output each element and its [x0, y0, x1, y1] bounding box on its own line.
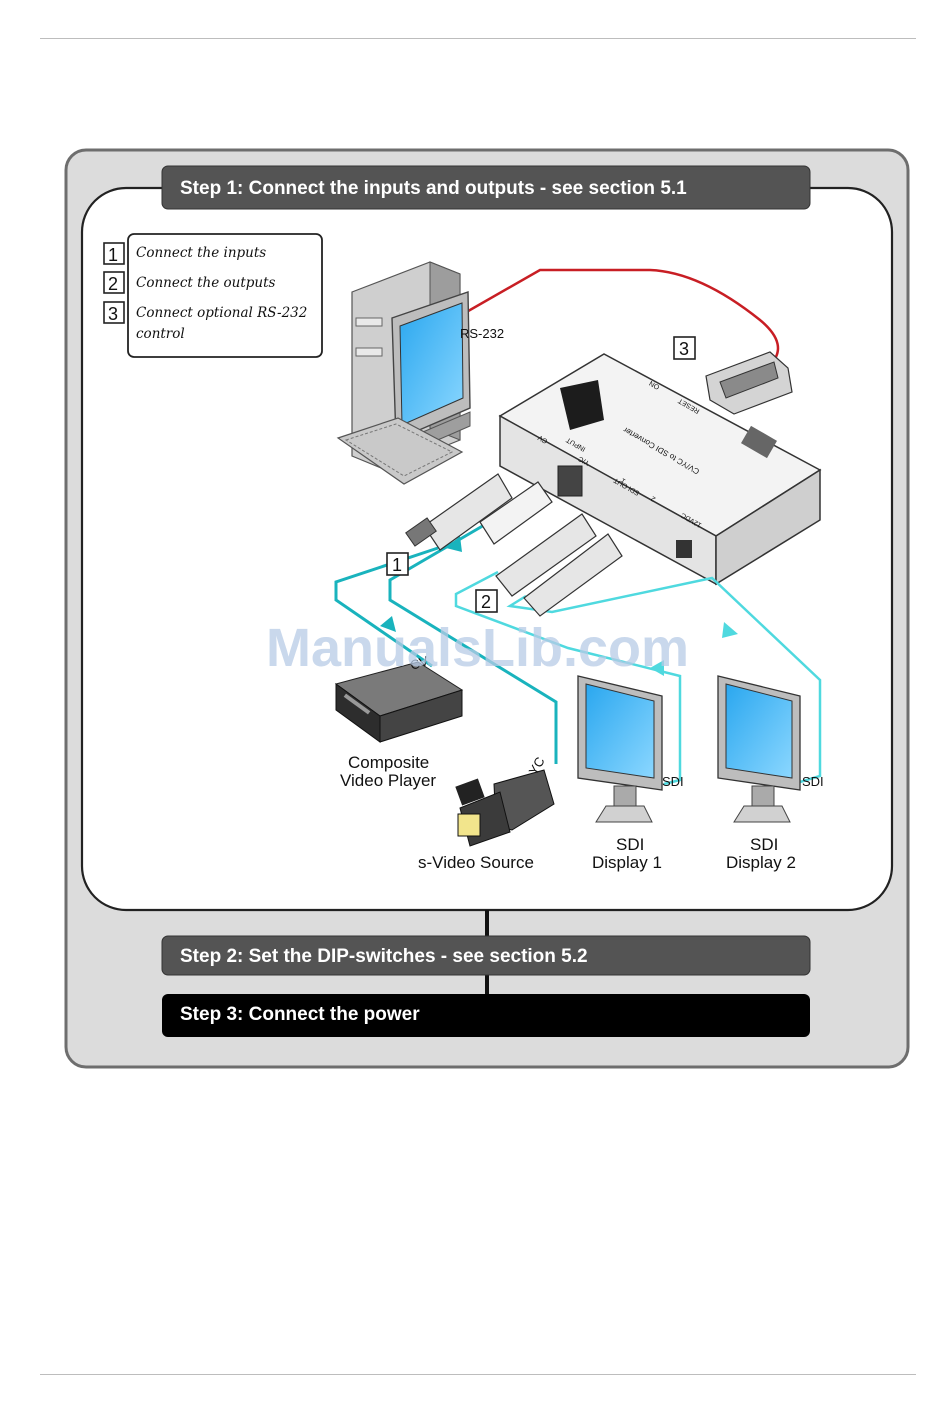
sdi-output-cable-1 [454, 570, 682, 786]
legend-text: Connect the inputs [136, 245, 266, 261]
device-cv-text: CV [537, 433, 549, 444]
step2-title: Step 2: Set the DIP-switches - see secti… [180, 946, 588, 967]
svideo-connector [479, 481, 553, 545]
sdi-output-arrow-2 [722, 622, 738, 638]
callout-2-text: 2 [481, 592, 491, 612]
sdi-display-2-port: SDI [802, 774, 824, 789]
legend-text: Connect the outputs [136, 275, 276, 291]
legend-item: 3 Connect optional RS-232 control [103, 301, 307, 342]
rs232-connector-icon [705, 351, 793, 415]
callout-2: 2 [475, 589, 498, 613]
sdi-output-arrow-1 [650, 660, 664, 676]
composite-label-line2: Video Player [340, 771, 436, 790]
video-player-icon [334, 661, 464, 743]
top-rule [40, 38, 916, 39]
svideo-label: s-Video Source [418, 853, 534, 872]
legend-item: 2 Connect the outputs [103, 271, 276, 294]
bnc-sdi-out-connector [495, 513, 623, 617]
sdi-display-2-icon [717, 675, 801, 823]
device-yc-text: Y/C [577, 454, 591, 466]
converter-device: CV/YC to SDI Converter RESET ON CV INPUT… [498, 353, 822, 586]
sdi-display-1-port: SDI [662, 774, 684, 789]
composite-label-line1: Composite [348, 753, 429, 772]
legend-number: 1 [108, 245, 118, 265]
step1-bar: Step 1: Connect the inputs and outputs -… [161, 165, 811, 210]
legend: 1 Connect the inputs 2 Connect the outpu… [103, 233, 323, 358]
bottom-rule [40, 1374, 916, 1375]
sdi-display-1-icon [577, 675, 663, 823]
callout-3: 3 [673, 336, 696, 360]
camcorder-icon [455, 769, 555, 847]
display2-label-line1: SDI [750, 835, 778, 854]
legend-item: 1 Connect the inputs [103, 242, 266, 265]
step2-bar: Step 2: Set the DIP-switches - see secti… [161, 935, 811, 976]
rs232-cable [455, 268, 780, 366]
cv-input-arrow [380, 616, 396, 632]
cv-label: CV [408, 653, 430, 673]
legend-text: Connect optional RS-232 [136, 305, 307, 321]
computer-icon [336, 261, 471, 485]
step3-bar: Step 3: Connect the power [162, 994, 810, 1037]
device-out-1-text: 1 [620, 476, 627, 484]
device-on-text: ON [648, 379, 661, 390]
yc-input-arrow [446, 536, 462, 552]
device-out-2-text: 2 [650, 494, 657, 502]
step3-title: Step 3: Connect the power [180, 1004, 420, 1025]
rs232-label: RS-232 [460, 326, 504, 341]
legend-number: 3 [108, 304, 118, 324]
step1-title: Step 1: Connect the inputs and outputs -… [180, 178, 687, 199]
watermark: ManualsLib.com [266, 618, 689, 678]
legend-text-cont: control [136, 326, 185, 342]
display2-label-line2: Display 2 [726, 853, 796, 872]
callout-1: 1 [386, 552, 409, 576]
display1-label-line1: SDI [616, 835, 644, 854]
legend-number: 2 [108, 274, 118, 294]
sdi-output-cable-2 [506, 576, 822, 784]
yc-input-cable [388, 522, 558, 764]
display1-label-line2: Display 1 [592, 853, 662, 872]
bnc-cv-connector [405, 473, 513, 551]
callout-1-text: 1 [392, 555, 402, 575]
callout-3-text: 3 [679, 339, 689, 359]
